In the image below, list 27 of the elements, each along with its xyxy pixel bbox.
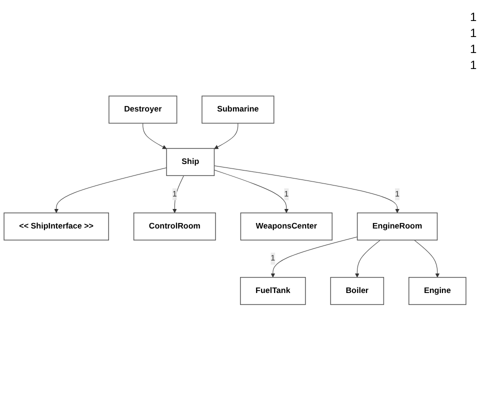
node-box: Ship (166, 148, 215, 176)
arrow (214, 170, 289, 214)
node-box: Boiler (330, 277, 384, 306)
node-box: Engine (408, 277, 466, 306)
node-box: WeaponsCenter (240, 212, 332, 241)
multiplicity-label: 1 (470, 26, 478, 40)
node-box: ControlRoom (133, 212, 216, 241)
arrow (172, 176, 184, 214)
arrow (54, 168, 167, 214)
arrow (414, 240, 440, 278)
edge-label: 1 (172, 190, 177, 198)
node-box: FuelTank (240, 277, 306, 306)
arrow (270, 236, 358, 278)
arrow (214, 123, 238, 150)
multiplicity-label: 1 (470, 42, 478, 56)
edge-label: 1 (270, 254, 276, 263)
node-box: Submarine (202, 96, 274, 124)
arrow (354, 240, 381, 278)
arrow (214, 166, 400, 214)
multiplicity-label: 1 (470, 58, 478, 72)
node-box: EngineRoom (356, 212, 438, 241)
node-box: << ShipInterface >> (4, 212, 109, 241)
multiplicity-label: 1 (470, 10, 478, 24)
node-box: Destroyer (108, 96, 178, 124)
arrow (142, 123, 167, 150)
edge-label: 1 (395, 190, 400, 198)
edge-label: 1 (284, 190, 289, 198)
